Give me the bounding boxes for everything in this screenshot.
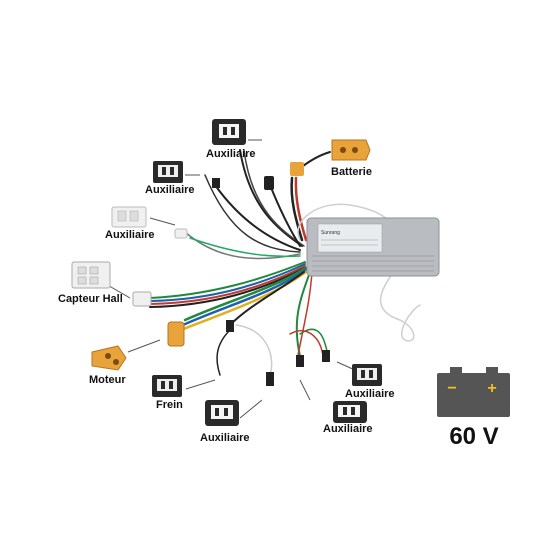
wire-white-right: [379, 269, 421, 342]
leader-frein: [185, 379, 216, 390]
label-aux4: Auxiliaire: [200, 432, 250, 444]
battery-plus: +: [487, 380, 496, 397]
wire-aux2-b: [204, 174, 301, 253]
connector-aux4-icon: [205, 372, 274, 426]
label-aux2: Auxiliaire: [145, 184, 195, 196]
controller-box-icon: Sunrang: [306, 217, 440, 277]
wire-aux3-b: [189, 237, 301, 258]
xt-connector-motor-icon: [91, 321, 185, 371]
connector-hall-icon: [71, 261, 152, 307]
label-batterie: Batterie: [331, 166, 372, 178]
connector-aux2-icon: [153, 161, 220, 188]
wire-frein: [229, 271, 305, 326]
connector-aux1-icon: [212, 119, 246, 145]
label-aux1: Auxiliaire: [206, 148, 256, 160]
wire-frein-2: [216, 329, 231, 376]
connector-frein-icon: [152, 320, 234, 397]
wire-aux3: [184, 231, 301, 260]
wire-aux6: [295, 271, 311, 357]
wire-hall-2: [149, 263, 306, 302]
wire-motor-g: [183, 266, 308, 322]
controller-label: [317, 223, 383, 253]
wire-motor-b: [181, 268, 308, 327]
label-aux5: Auxiliaire: [345, 388, 395, 400]
battery-icon: − +: [437, 367, 510, 417]
xt-connector-battery-icon: [290, 139, 371, 176]
battery-voltage: 60 V: [449, 423, 499, 450]
leader-aux3: [149, 217, 176, 226]
wire-hall-3: [149, 265, 306, 305]
wire-battery-black: [290, 176, 304, 242]
leader-moteur: [127, 339, 161, 353]
battery-minus: −: [447, 380, 456, 397]
label-frein: Frein: [156, 399, 183, 411]
wire-white-loop-a: [235, 324, 273, 376]
leader-aux6: [299, 379, 311, 401]
label-moteur: Moteur: [89, 374, 126, 386]
controller-brand: Sunrang: [321, 230, 340, 236]
wire-hall-4: [149, 267, 306, 308]
label-capteur-hall: Capteur Hall: [58, 293, 123, 305]
wire-aux6-b: [297, 271, 313, 356]
wire-battery-red: [294, 176, 308, 242]
wire-aux2: [214, 184, 301, 251]
wire-hall-1: [149, 261, 306, 299]
connector-aux5-icon: [322, 350, 382, 386]
connector-small-top-icon: [264, 176, 274, 190]
label-aux6: Auxiliaire: [323, 423, 373, 435]
wire-aux-small-top: [269, 184, 301, 247]
wire-aux5-b: [289, 329, 324, 357]
connector-aux3-icon: [111, 206, 188, 239]
label-aux3: Auxiliaire: [105, 229, 155, 241]
leader-lines: [103, 139, 356, 419]
wire-aux1: [239, 149, 303, 247]
leader-aux4: [239, 399, 263, 419]
connector-aux6-icon: [296, 355, 367, 423]
